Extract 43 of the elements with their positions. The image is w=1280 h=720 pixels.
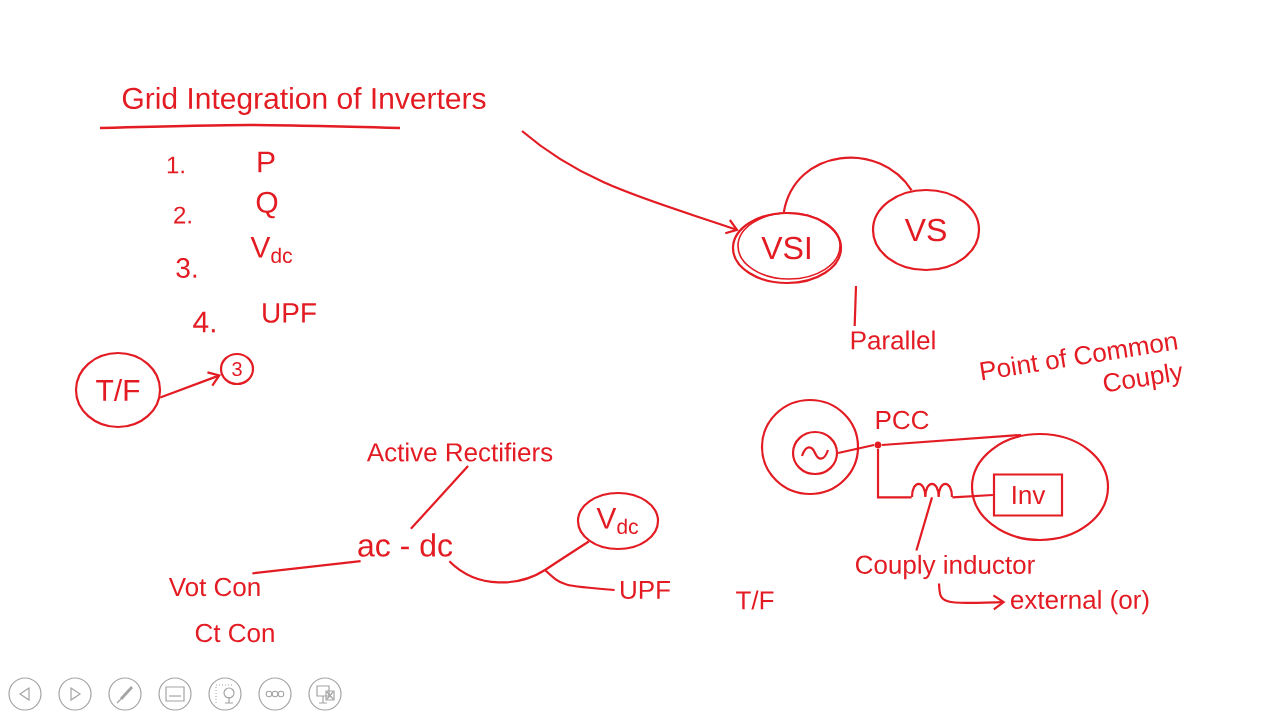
term-text: ac - dc: [358, 533, 453, 557]
list-number: 1.: [167, 156, 184, 174]
ac-source-symbol: [791, 430, 839, 476]
annotation-text: Point of Common Couply: [980, 336, 1182, 392]
connector-arc: [782, 156, 913, 213]
branching-line: [448, 540, 616, 592]
wire: [837, 443, 875, 455]
circle-node: VSI: [731, 211, 843, 285]
list-item: Q: [256, 191, 278, 219]
wire: [876, 448, 912, 499]
annotation-text: Parallel: [851, 330, 935, 350]
circle-node: T/F: [74, 351, 162, 429]
annotation-text: Active Rectifiers: [366, 442, 553, 462]
list-item: V$_{dc}$: [250, 236, 293, 264]
connector-line: [252, 560, 361, 575]
term-text: Vot Con: [168, 577, 260, 597]
arrow: [937, 583, 1006, 611]
circle-node: VS: [871, 188, 981, 272]
title: Grid Integration of Inverters: [122, 87, 486, 115]
list-item: UPF: [263, 303, 316, 323]
arrow: [159, 371, 222, 399]
term-text: UPF: [621, 580, 670, 600]
inductor-symbol: [910, 483, 954, 499]
annotation-text: Couply inductor: [856, 554, 1035, 580]
point-label: PCC: [876, 410, 929, 430]
list-item: P: [258, 151, 275, 173]
circle-node: V$_{dc}$: [576, 491, 660, 551]
list-number: 3.: [176, 258, 197, 278]
wire: [881, 433, 1022, 447]
leader-line: [915, 497, 934, 551]
list-number: 2.: [174, 206, 191, 224]
list-number: 4.: [193, 311, 215, 333]
wire: [952, 493, 993, 499]
arrow: [521, 130, 739, 235]
connector-line: [410, 465, 469, 530]
enclosing-circle: [760, 398, 860, 496]
circled-number: 3: [219, 352, 255, 386]
inverter-box: Inv: [992, 473, 1064, 517]
annotation-text: external (or): [1011, 589, 1149, 615]
leader-line: [853, 285, 858, 327]
term-text: T/F: [736, 590, 774, 610]
term-text: Ct Con: [195, 623, 274, 643]
enclosing-circle: [970, 432, 1110, 542]
